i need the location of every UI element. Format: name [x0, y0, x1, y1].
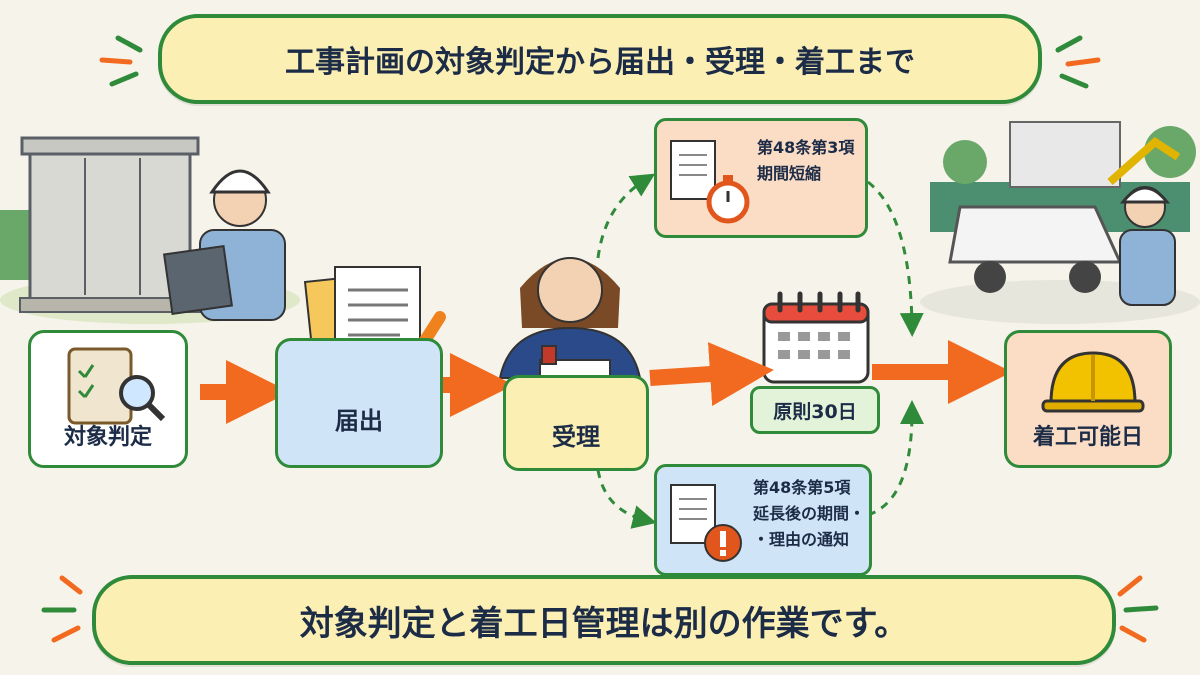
- hard-hat-icon: [1041, 351, 1145, 413]
- calendar-icon: [762, 291, 870, 384]
- step-judge-box: 対象判定: [28, 330, 188, 468]
- step-notify-label: 届出: [335, 406, 383, 435]
- footer-banner: 対象判定と着工日管理は別の作業です。: [92, 575, 1116, 665]
- extend-line2-label: 延長後の期間・: [753, 504, 866, 523]
- clerk-stamp-illustration: [498, 257, 642, 383]
- step-start-box: 着工可能日: [1004, 330, 1172, 468]
- page-title: 工事計画の対象判定から届出・受理・着工まで: [285, 45, 915, 80]
- shorten-period-box: 第48条第3項 期間短縮: [654, 118, 868, 238]
- construction-site-illustration: [920, 121, 1200, 324]
- document-icon: [670, 484, 716, 544]
- step-accept-label: 受理: [552, 422, 600, 451]
- step-notify-box: 届出: [275, 338, 443, 468]
- step-accept-box: 受理: [503, 375, 649, 471]
- warning-icon: [704, 524, 742, 562]
- step-start-label: 着工可能日: [1032, 425, 1143, 450]
- header-banner: 工事計画の対象判定から届出・受理・着工まで: [158, 14, 1042, 104]
- step-judge-label: 対象判定: [63, 425, 152, 450]
- rule-30-days-label: 原則30日: [773, 400, 857, 423]
- extend-notice-box: 第48条第5項 延長後の期間・ ・理由の通知: [654, 464, 872, 576]
- extend-article-label: 第48条第5項: [753, 478, 851, 497]
- clipboard-magnifier-icon: [67, 347, 166, 425]
- extend-line3-label: ・理由の通知: [753, 530, 850, 549]
- document-icon: [670, 140, 716, 200]
- shorten-article-label: 第48条第3項: [757, 138, 855, 157]
- substation-worker-illustration: [0, 136, 300, 324]
- footer-message: 対象判定と着工日管理は別の作業です。: [299, 603, 909, 644]
- shorten-title-label: 期間短縮: [757, 164, 822, 183]
- stopwatch-icon: [706, 175, 750, 224]
- rule-30-days-box: 原則30日: [750, 386, 880, 434]
